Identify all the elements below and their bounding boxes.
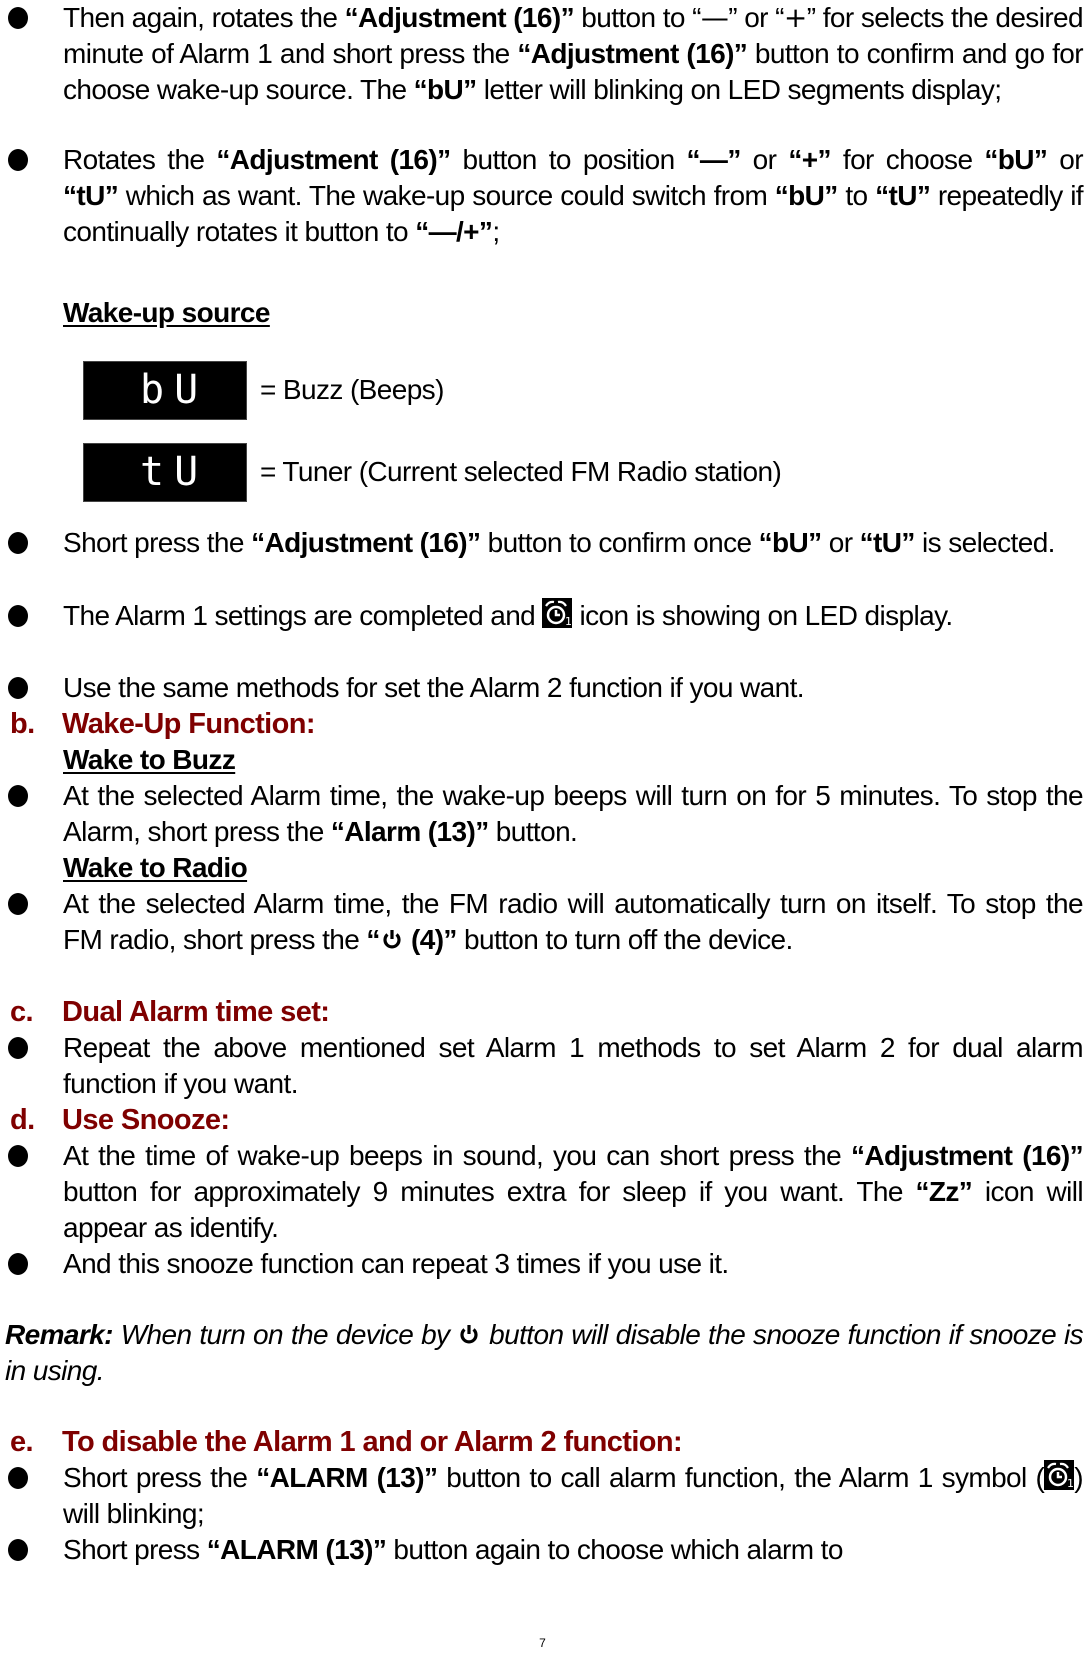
bullet-icon — [8, 1037, 28, 1059]
paragraph-select-minute: Then again, rotates the “Adjustment (16)… — [63, 1, 1084, 105]
section-e-heading: e.To disable the Alarm 1 and or Alarm 2 … — [10, 1426, 683, 1458]
paragraph-wake-radio: At the selected Alarm time, the FM radio… — [63, 888, 1084, 955]
bullet-icon — [8, 1467, 28, 1489]
section-c-heading: c.Dual Alarm time set: — [10, 996, 330, 1028]
led-label-tuner: = Tuner (Current selected FM Radio stati… — [260, 456, 782, 487]
section-b-heading: b.Wake-Up Function: — [10, 708, 316, 740]
paragraph-settings-completed: The Alarm 1 settings are completed and 1… — [63, 598, 953, 631]
power-icon — [457, 1319, 481, 1344]
led-display-bu: bU — [83, 361, 247, 420]
paragraph-disable-alarm: Short press the “ALARM (13)” button to c… — [63, 1460, 1084, 1529]
bullet-icon — [8, 893, 28, 915]
plus-symbol: + — [783, 1, 807, 34]
bullet-icon — [8, 605, 28, 627]
bullet-icon — [8, 1145, 28, 1167]
alarm-1-icon: 1 — [1044, 1460, 1075, 1490]
bullet-icon — [8, 785, 28, 807]
remark-paragraph: Remark: When turn on the device by butto… — [5, 1319, 1084, 1386]
led-display-tu: tU — [83, 443, 247, 502]
wake-to-radio-title: Wake to Radio — [63, 852, 248, 883]
led-label-buzz: = Buzz (Beeps) — [260, 374, 444, 405]
bullet-icon — [8, 7, 28, 29]
paragraph-choose-alarm: Short press “ALARM (13)” button again to… — [63, 1534, 843, 1565]
bullet-icon — [8, 149, 28, 171]
wake-to-buzz-title: Wake to Buzz — [63, 744, 236, 775]
paragraph-snooze-repeat: And this snooze function can repeat 3 ti… — [63, 1248, 729, 1279]
paragraph-wake-buzz: At the selected Alarm time, the wake-up … — [63, 780, 1084, 847]
svg-text:1: 1 — [565, 615, 571, 628]
section-d-heading: d.Use Snooze: — [10, 1104, 230, 1136]
paragraph-dual-alarm: Repeat the above mentioned set Alarm 1 m… — [63, 1032, 1084, 1099]
paragraph-choose-source: Rotates the “Adjustment (16)” button to … — [63, 144, 1084, 247]
wake-up-source-title: Wake-up source — [63, 297, 270, 328]
power-icon — [380, 924, 404, 949]
paragraph-confirm-source: Short press the “Adjustment (16)” button… — [63, 527, 1055, 558]
minus-symbol: — — [700, 1, 729, 34]
page-number: 7 — [539, 1636, 546, 1650]
paragraph-alarm-2: Use the same methods for set the Alarm 2… — [63, 672, 805, 703]
paragraph-snooze: At the time of wake-up beeps in sound, y… — [63, 1140, 1084, 1243]
bullet-icon — [8, 1539, 28, 1561]
remark-label: Remark: — [5, 1319, 113, 1350]
bullet-icon — [8, 1253, 28, 1275]
alarm-1-icon: 1 — [542, 598, 573, 628]
svg-text:1: 1 — [1067, 1477, 1073, 1490]
bullet-icon — [8, 677, 28, 699]
bullet-icon — [8, 532, 28, 554]
